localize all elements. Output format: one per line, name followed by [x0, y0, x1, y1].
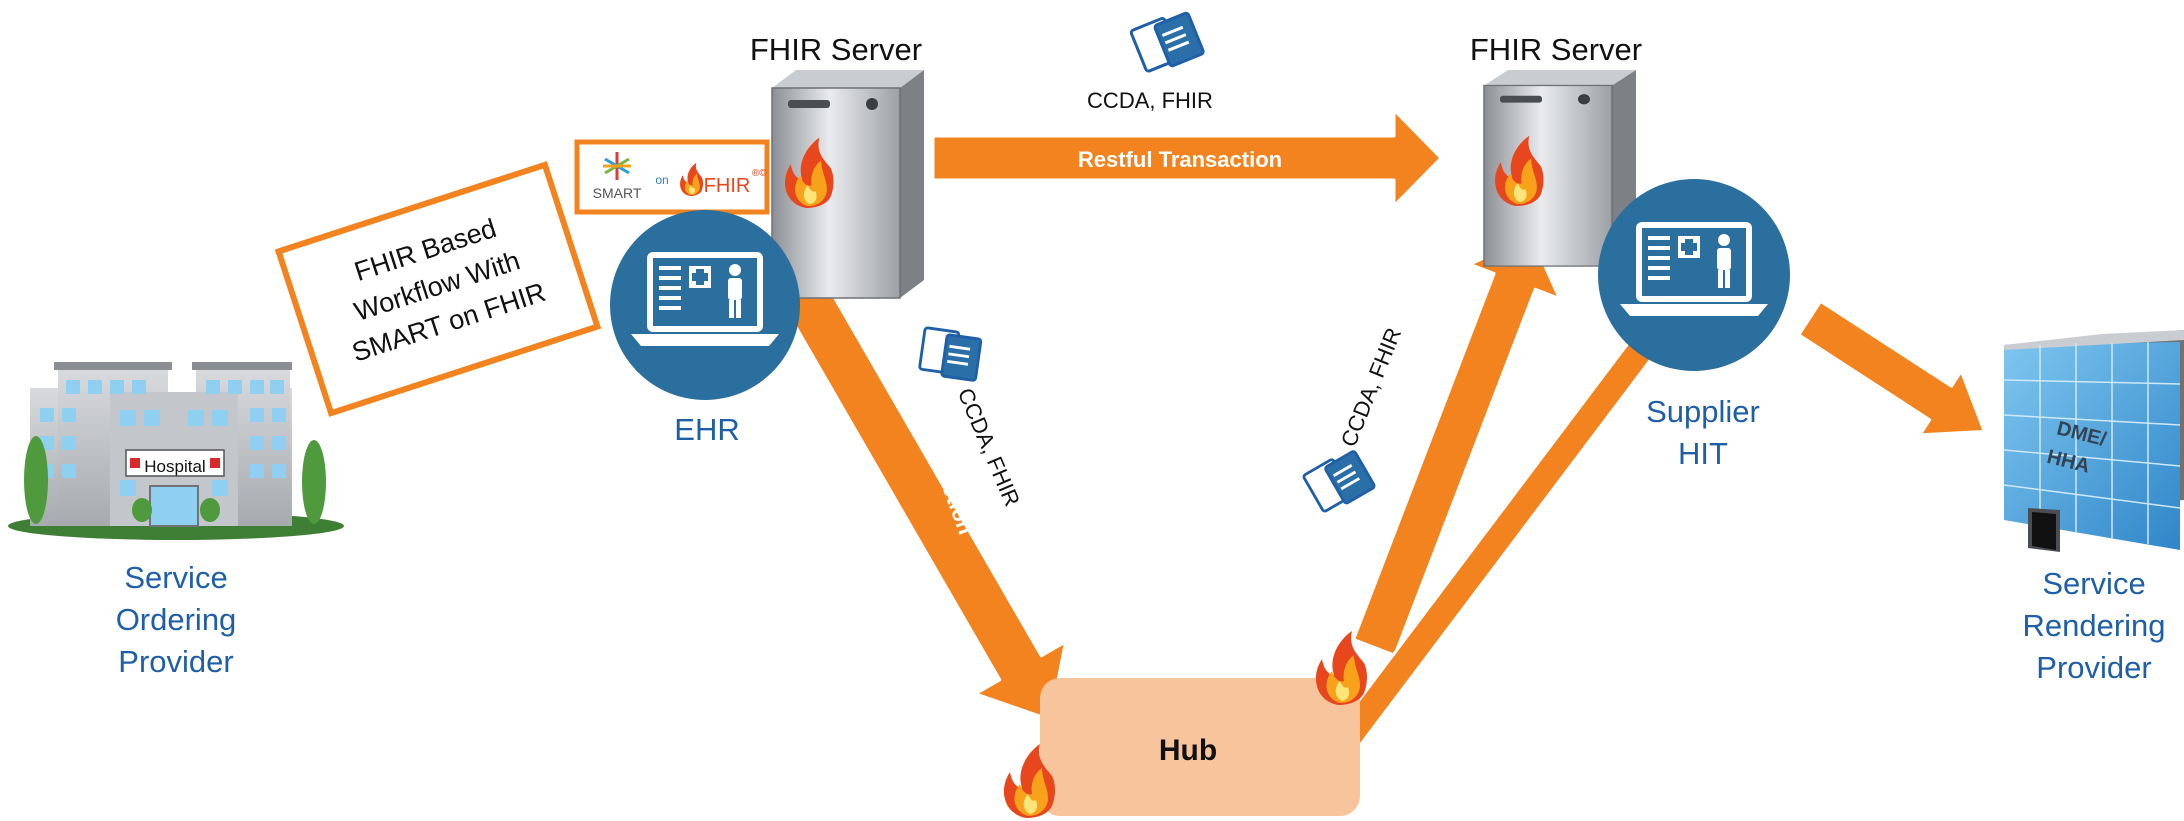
- top-doc-label: CCDA, FHIR: [1087, 88, 1213, 113]
- smart-on-text: on: [655, 173, 668, 187]
- workflow-box: FHIR Based Workflow With SMART on FHIR: [274, 161, 602, 417]
- svg-text:Provider: Provider: [2036, 650, 2151, 685]
- svg-text:Supplier: Supplier: [1646, 394, 1760, 429]
- ehr-node: [610, 210, 800, 400]
- ehr-label: EHR: [674, 412, 739, 447]
- rendering-provider-label: Service Rendering Provider: [2022, 566, 2165, 685]
- hospital-sign: Hospital: [144, 457, 205, 476]
- supplier-hit-label: Supplier HIT: [1646, 394, 1760, 471]
- fhir-server-left-label: FHIR Server: [750, 32, 922, 67]
- svg-text:Rendering: Rendering: [2022, 608, 2165, 643]
- laptop-medical-icon: [1620, 222, 1768, 316]
- smart-fhir-mark: ®©: [752, 168, 767, 179]
- supplier-hit-node: [1598, 179, 1790, 371]
- office-building-icon: [2003, 330, 2184, 552]
- hospital-icon: [8, 362, 344, 540]
- svg-text:Service: Service: [2042, 566, 2145, 601]
- smart-text: SMART: [593, 185, 642, 201]
- hub-label: Hub: [1159, 734, 1217, 767]
- smart-star-icon: [603, 152, 631, 180]
- arrow-left-restful: [765, 250, 1068, 722]
- arrows: [346, 108, 1986, 793]
- svg-text:Provider: Provider: [118, 644, 233, 679]
- documents-icon: [1128, 10, 1206, 74]
- hub-node: [1040, 678, 1360, 816]
- arrow-supplier-to-rendering: [1797, 299, 1986, 437]
- smart-on-fhir-logo: SMART on FHIR ®©: [574, 139, 770, 215]
- svg-text:Ordering: Ordering: [116, 602, 237, 637]
- ordering-provider-label: Service Ordering Provider: [116, 560, 237, 679]
- right-doc-label: CCDA, FHIR: [1336, 324, 1406, 450]
- smart-fhir-text: FHIR: [704, 175, 751, 197]
- svg-text:HIT: HIT: [1678, 436, 1728, 471]
- svg-text:Service: Service: [124, 560, 227, 595]
- fhir-server-right-label: FHIR Server: [1470, 32, 1642, 67]
- arrow-top-restful: [931, 108, 1443, 208]
- top-arrow-label: Restful Transaction: [1078, 147, 1282, 172]
- documents-icon: [1299, 447, 1380, 516]
- laptop-medical-icon: [631, 252, 779, 346]
- arrow-right-restful: [1352, 235, 1561, 657]
